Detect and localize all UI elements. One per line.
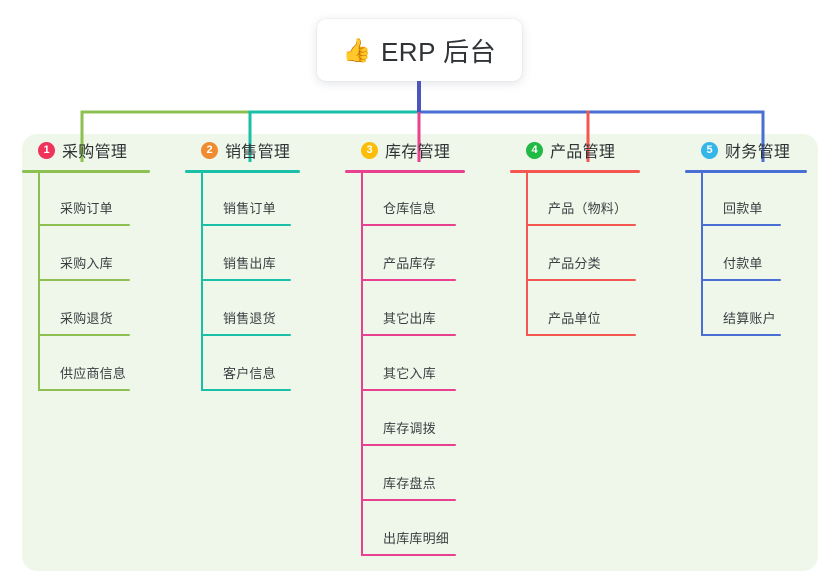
leaf-node[interactable]: 销售退货 [201,281,291,336]
leaf-node-label: 客户信息 [223,366,276,381]
leaf-node-label: 销售订单 [223,201,276,216]
branch-number-badge: 5 [701,141,718,159]
branch-spine [361,171,363,556]
leaf-node[interactable]: 付款单 [701,226,781,281]
leaf-node-label: 产品单位 [548,311,601,326]
leaf-node-rule [38,334,130,336]
leaf-node-rule [361,224,456,226]
leaf-node-label: 产品库存 [383,256,436,271]
leaf-node[interactable]: 采购退货 [38,281,130,336]
leaf-node[interactable]: 库存调拨 [361,391,456,446]
thumbs-up-icon: 👍 [342,36,372,63]
root-node-text: ERP 后台 [380,36,497,67]
leaf-node[interactable]: 其它入库 [361,336,456,391]
leaf-node-rule [361,389,456,391]
branch-column: 4 产品管理产品（物料） 产品分类产品单位 [510,134,640,336]
leaf-node[interactable]: 客户信息 [201,336,291,391]
leaf-node-label: 出库库明细 [383,531,450,546]
branch-spine [201,171,203,391]
root-node[interactable]: 👍 ERP 后台 [317,19,522,81]
leaf-node-label: 采购退货 [60,311,113,326]
branch-header[interactable]: 4 产品管理 [510,134,615,166]
branch-number-badge: 3 [361,141,378,159]
branch-title: 财务管理 [725,144,791,161]
branch-number-badge: 4 [526,141,543,159]
leaf-node-rule [361,499,456,501]
leaf-node[interactable]: 供应商信息 [38,336,130,391]
leaf-node-label: 销售出库 [223,256,276,271]
leaf-node-rule [361,554,456,556]
branch-title: 库存管理 [385,144,451,161]
leaf-node-rule [201,224,291,226]
branch-title: 销售管理 [225,144,291,161]
branch-number-badge: 2 [201,141,218,159]
leaf-node-label: 结算账户 [723,311,776,326]
branch-columns: 1 采购管理采购订单采购入库采购退货供应商信息 2 销售管理销售订单销售出库销售退货客… [22,134,818,571]
leaf-node-rule [201,389,291,391]
leaf-node-label: 库存调拨 [383,421,436,436]
branch-column: 2 销售管理销售订单销售出库销售退货客户信息 [185,134,300,391]
branch-column: 5 财务管理回款单付款单结算账户 [685,134,807,336]
leaf-node-label: 采购入库 [60,256,113,271]
branch-header[interactable]: 2 销售管理 [185,134,290,166]
leaf-node[interactable]: 库存盘点 [361,446,456,501]
branch-header[interactable]: 5 财务管理 [685,134,790,166]
leaf-node-label: 销售退货 [223,311,276,326]
leaf-node-label: 其它出库 [383,311,436,326]
leaf-node[interactable]: 出库库明细 [361,501,456,556]
leaf-node-rule [526,334,636,336]
branch-spine [38,171,40,391]
branch-header-rule [185,170,300,173]
leaf-node-rule [701,334,781,336]
leaf-node-rule [38,389,130,391]
branches-panel [22,134,818,571]
root-node-label: 👍 ERP 后台 [343,32,496,69]
branch-title: 产品管理 [550,144,616,161]
leaf-node[interactable]: 仓库信息 [361,171,456,226]
leaf-node-rule [361,444,456,446]
leaf-node-rule [526,224,636,226]
leaf-node[interactable]: 销售出库 [201,226,291,281]
leaf-node[interactable]: 结算账户 [701,281,781,336]
leaf-node-label: 仓库信息 [383,201,436,216]
leaf-node-rule [38,224,130,226]
leaf-node-rule [38,279,130,281]
branch-column: 3 库存管理仓库信息产品库存其它出库其它入库库存调拨库存盘点出库库明细 [345,134,465,556]
leaf-node-rule [526,279,636,281]
leaf-node-label: 库存盘点 [383,476,436,491]
leaf-node-label: 产品分类 [548,256,601,271]
leaf-node-rule [701,279,781,281]
branch-header[interactable]: 3 库存管理 [345,134,450,166]
leaf-node[interactable]: 产品（物料） [526,171,636,226]
branch-header-rule [345,170,465,173]
branch-header-rule [22,170,150,173]
leaf-node-label: 产品（物料） [548,201,628,216]
leaf-node[interactable]: 产品分类 [526,226,636,281]
leaf-node[interactable]: 采购订单 [38,171,130,226]
leaf-node[interactable]: 采购入库 [38,226,130,281]
leaf-node[interactable]: 其它出库 [361,281,456,336]
leaf-node-label: 采购订单 [60,201,113,216]
branch-header[interactable]: 1 采购管理 [22,134,127,166]
leaf-node-rule [701,224,781,226]
branch-title: 采购管理 [62,144,128,161]
branch-spine [526,171,528,336]
leaf-node-rule [361,279,456,281]
leaf-node[interactable]: 产品库存 [361,226,456,281]
leaf-node[interactable]: 回款单 [701,171,781,226]
leaf-node-label: 供应商信息 [60,366,127,381]
leaf-node-label: 其它入库 [383,366,436,381]
leaf-node[interactable]: 销售订单 [201,171,291,226]
leaf-node[interactable]: 产品单位 [526,281,636,336]
branch-header-rule [510,170,640,173]
leaf-node-rule [361,334,456,336]
branch-number-badge: 1 [38,141,55,159]
leaf-node-label: 回款单 [723,201,763,216]
leaf-node-rule [201,279,291,281]
branch-header-rule [685,170,807,173]
leaf-node-label: 付款单 [723,256,763,271]
branch-spine [701,171,703,336]
branch-column: 1 采购管理采购订单采购入库采购退货供应商信息 [22,134,150,391]
leaf-node-rule [201,334,291,336]
